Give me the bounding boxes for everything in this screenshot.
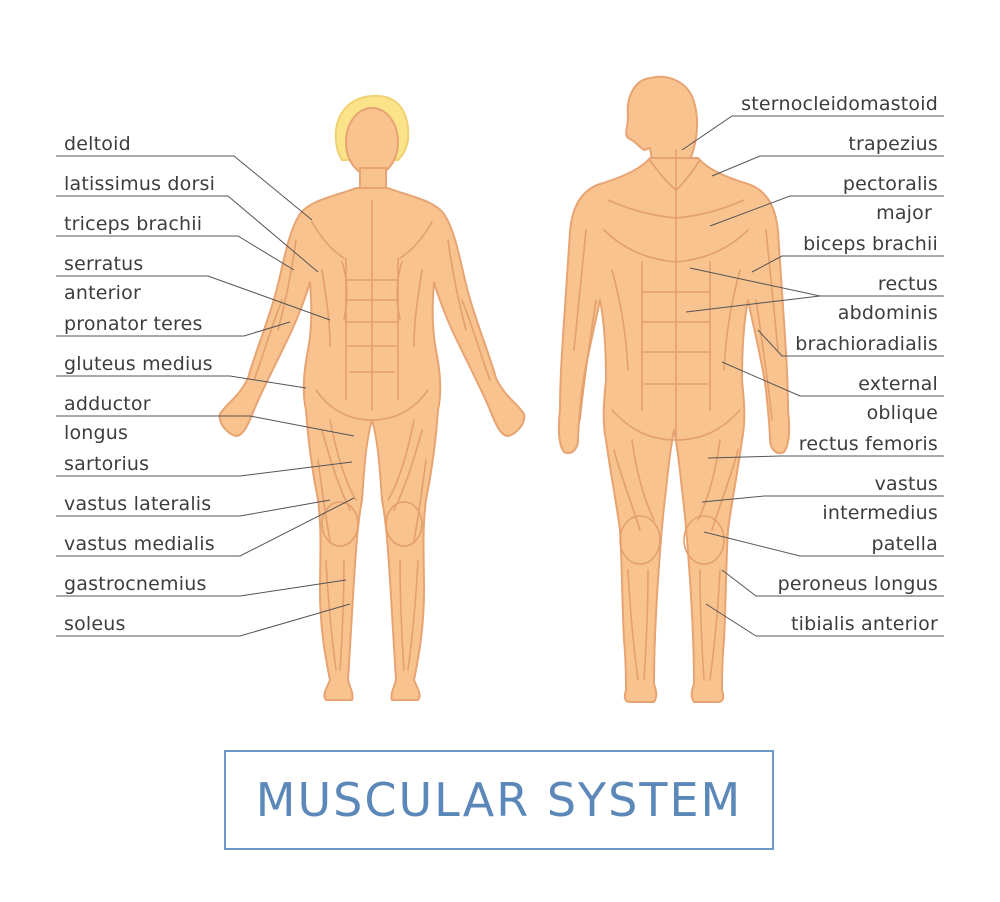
label-triceps-brachii: triceps brachii (64, 213, 203, 235)
label-latissimus-dorsi: latissimus dorsi (64, 173, 216, 195)
female-muscle-lines (253, 199, 491, 671)
label-vastus-medialis: vastus medialis (64, 533, 215, 555)
label-rectus-abdominis-1: rectus (877, 273, 938, 295)
label-gastrocnemius: gastrocnemius (64, 573, 207, 595)
label-serratus-anterior-1: serratus (64, 253, 144, 275)
label-soleus: soleus (64, 613, 126, 635)
label-serratus-anterior-2: anterior (64, 282, 141, 304)
male-body (557, 157, 791, 703)
label-pectoralis-major-2: major (876, 202, 932, 224)
diagram-title: MUSCULAR SYSTEM (255, 773, 743, 827)
label-adductor-longus-1: adductor (64, 393, 151, 415)
label-external-oblique-2: oblique (866, 402, 938, 424)
label-adductor-longus-2: longus (64, 422, 129, 444)
label-rectus-femoris: rectus femoris (798, 433, 938, 455)
label-vastus-lateralis: vastus lateralis (64, 493, 212, 515)
label-sartorius: sartorius (64, 453, 150, 475)
male-head (625, 75, 699, 161)
label-vastus-intermedius-1: vastus (874, 473, 938, 495)
left-leader-lines (56, 155, 355, 637)
label-vastus-intermedius-2: intermedius (822, 502, 938, 524)
male-muscle-lines (573, 149, 779, 681)
right-leader-lines (681, 115, 944, 637)
female-head (345, 107, 399, 177)
label-trapezius: trapezius (848, 133, 938, 155)
label-brachioradialis: brachioradialis (795, 333, 938, 355)
male-figure (557, 75, 791, 703)
label-gluteus-medius: gluteus medius (64, 353, 213, 375)
label-pectoralis-major-1: pectoralis (842, 173, 938, 195)
label-deltoid: deltoid (64, 133, 131, 155)
label-patella: patella (871, 533, 938, 555)
label-rectus-abdominis-2: abdominis (837, 302, 938, 324)
female-figure (218, 94, 526, 701)
title-frame: MUSCULAR SYSTEM (224, 750, 774, 850)
label-peroneus-longus: peroneus longus (777, 573, 938, 595)
label-pronator-teres: pronator teres (64, 313, 203, 335)
label-sternocleidomastoid: sternocleidomastoid (741, 93, 938, 115)
label-external-oblique-1: external (858, 373, 938, 395)
label-biceps-brachii: biceps brachii (803, 233, 938, 255)
label-tibialis-anterior: tibialis anterior (791, 613, 938, 635)
